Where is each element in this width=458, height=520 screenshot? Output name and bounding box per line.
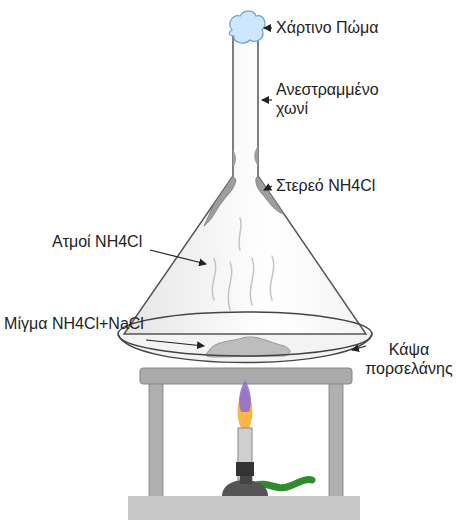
cap-label: Χάρτινο Πώμα	[276, 18, 452, 37]
funnel-label: Ανεστραμμένο χωνί	[276, 80, 394, 118]
mixture-label: Μίγμα NH4Cl+NaCl	[4, 314, 144, 333]
vapour-label: Ατμοί NH4Cl	[52, 232, 152, 251]
solid-label: Στερεό NH4Cl	[276, 176, 452, 195]
dish-label: Κάψα πορσελάνης	[364, 340, 454, 378]
